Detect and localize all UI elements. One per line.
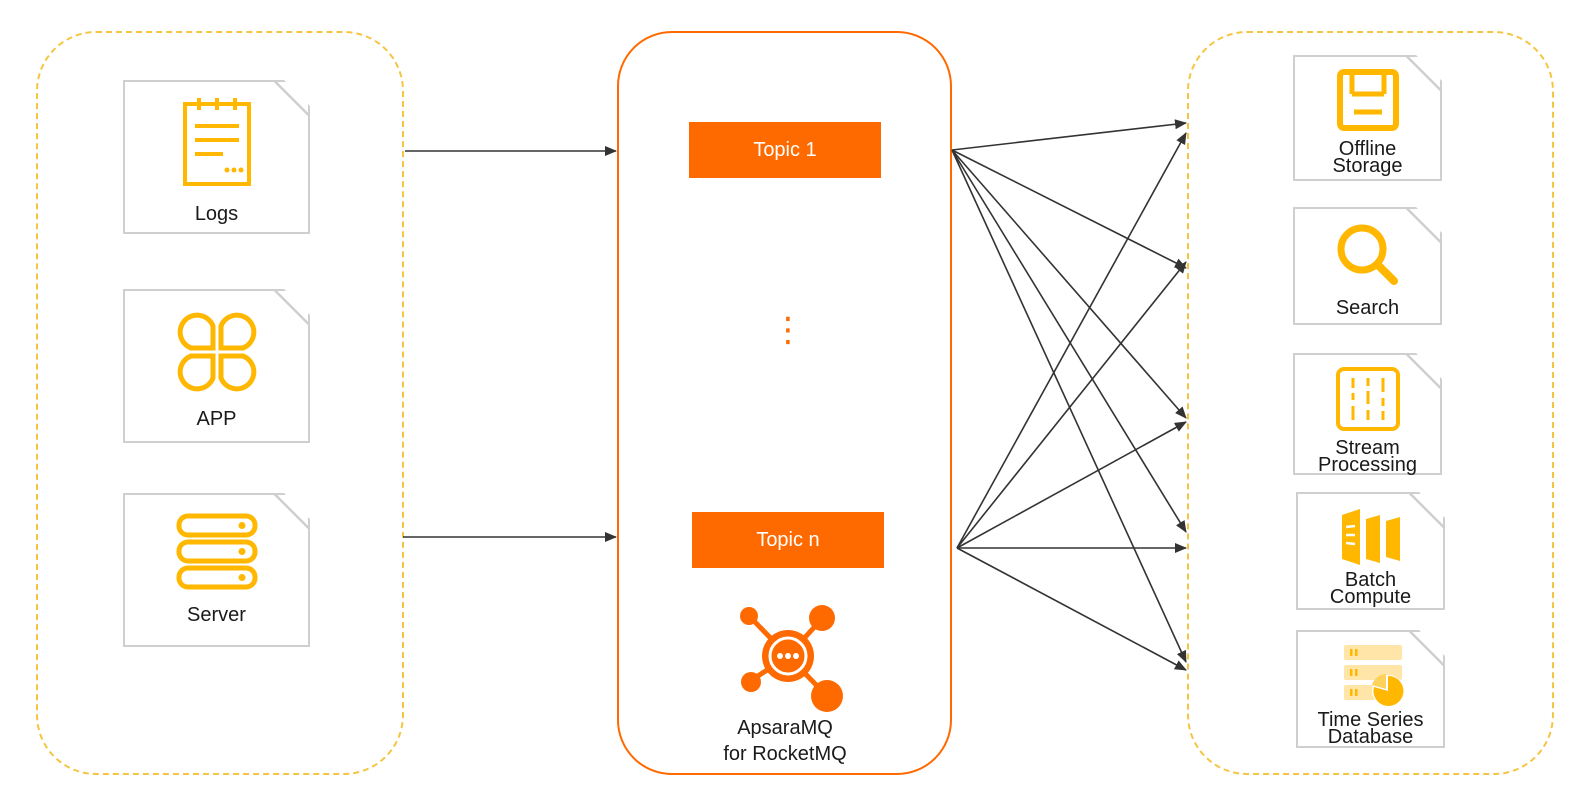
product-name-line1: ApsaraMQ (737, 717, 833, 739)
arrow-topic-1-to-offline-storage (951, 119, 1187, 151)
consumer-label-stream-processing: Stream Processing (1295, 440, 1440, 474)
consumer-card-search: Search (1293, 207, 1442, 325)
source-card-logs: Logs (123, 80, 310, 234)
consumer-label-line1: Time Series (1317, 709, 1424, 731)
storage-icon (1336, 68, 1400, 132)
broker-group (617, 31, 952, 775)
search-icon (1335, 222, 1401, 288)
consumer-card-batch-compute: Batch Compute (1296, 492, 1445, 610)
consumer-label-line2: Storage (1332, 155, 1403, 177)
app-icon (172, 307, 262, 397)
arrow-topic-n-to-offline-storage (956, 132, 1187, 549)
consumer-label-line1: Stream (1335, 437, 1400, 459)
consumer-label-line2: Compute (1329, 586, 1412, 608)
consumer-label-line1: Offline (1338, 138, 1397, 160)
consumers-group (1187, 31, 1554, 775)
arrow-topic-1-to-stream-processing (951, 149, 1187, 419)
rocketmq-icon (740, 605, 843, 712)
timeseries-db-icon (1342, 643, 1408, 707)
source-card-app: APP (123, 289, 310, 443)
sources-group (36, 31, 404, 775)
consumer-card-offline-storage: Offline Storage (1293, 55, 1442, 181)
arrow-topic-n-to-search (956, 261, 1187, 549)
arrow-topic-n-to-time-series-db (956, 547, 1187, 671)
source-label-logs: Logs (194, 203, 239, 225)
topic-n-box: Topic n (692, 512, 884, 568)
consumer-label-offline-storage: Offline Storage (1295, 141, 1440, 175)
batch-compute-icon (1338, 507, 1404, 567)
consumer-card-stream-processing: Stream Processing (1293, 353, 1442, 475)
consumer-label-search: Search (1335, 297, 1400, 319)
consumer-label-line2: Processing (1318, 454, 1417, 476)
server-icon (176, 513, 258, 591)
consumer-label-time-series-db: Time Series Database (1298, 712, 1443, 746)
arrow-topic-n-to-stream-processing (956, 421, 1187, 549)
source-label-app: APP (196, 408, 237, 430)
product-name-line2: for RocketMQ (723, 743, 847, 765)
source-label-server: Server (187, 604, 246, 626)
product-name: ApsaraMQ for RocketMQ (690, 715, 880, 767)
topic-1-box: Topic 1 (689, 122, 881, 178)
consumer-label-batch-compute: Batch Compute (1298, 572, 1443, 606)
arrow-topic-1-to-time-series-db (951, 149, 1187, 663)
arrow-topic-1-to-batch-compute (951, 149, 1187, 533)
arrow-topic-1-to-search (951, 149, 1187, 269)
consumer-label-line1: Batch (1344, 569, 1397, 591)
logs-icon (181, 98, 253, 188)
topic-ellipsis: ⋮ (771, 311, 805, 349)
stream-icon (1335, 366, 1401, 432)
consumer-label-line2: Database (1327, 726, 1414, 748)
